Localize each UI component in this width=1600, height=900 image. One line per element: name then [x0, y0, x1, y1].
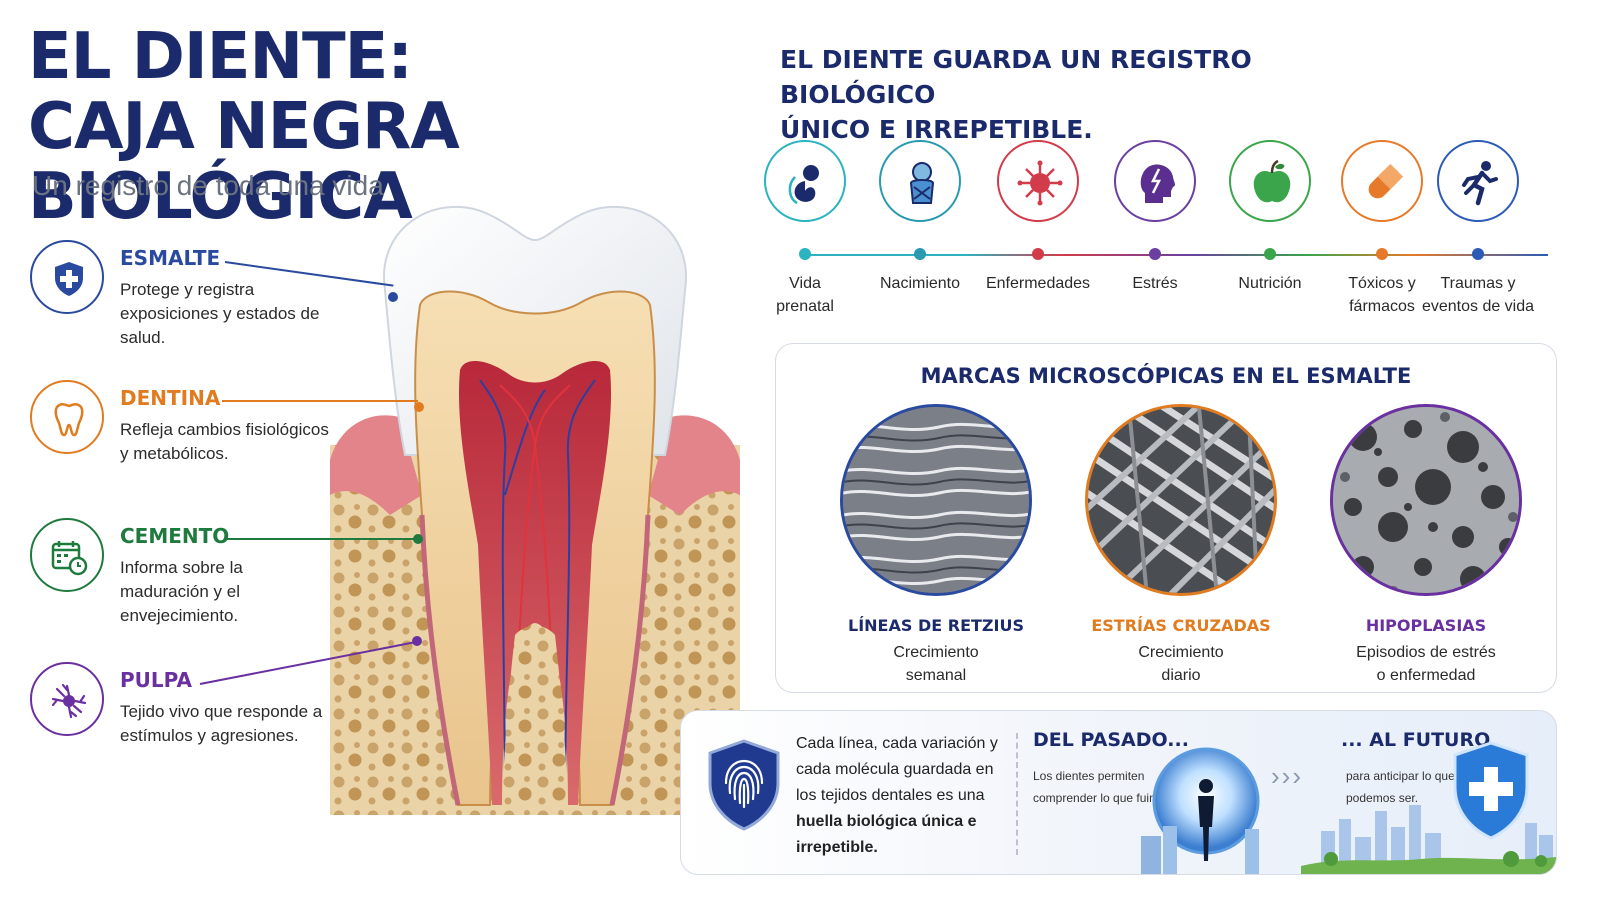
layer-pulpa: PULPA Tejido vivo que responde a estímul… [30, 662, 322, 792]
chevrons-right-icon: ››› [1271, 761, 1303, 791]
leader-dot-pulpa [412, 636, 422, 646]
mark-name: LÍNEAS DE RETZIUS [848, 616, 1024, 635]
banner-statement: Cada línea, cada variación y cada molécu… [796, 735, 998, 856]
layer-description: Informa sobre la maduración y el envejec… [120, 558, 243, 625]
timeline-dot [1032, 248, 1044, 260]
banner-divider [1016, 733, 1018, 855]
cross-striations-image [1085, 404, 1277, 596]
leader-dentina [222, 400, 418, 402]
gum-right [648, 415, 740, 515]
layer-esmalte: ESMALTE Protege y registra exposiciones … [30, 240, 320, 370]
page-subtitle: Un registro de toda una vida [32, 170, 384, 201]
health-shield-icon [1453, 741, 1529, 840]
layer-name: PULPA [120, 668, 192, 692]
layer-description: Refleja cambios fisiológicos y metabólic… [120, 420, 329, 463]
gum-left [330, 415, 422, 515]
registro-header-line-1: EL DIENTE GUARDA UN REGISTRO BIOLÓGICO [780, 45, 1252, 109]
city-skyline-image [1301, 805, 1556, 874]
timeline-item-nutricion: Nutrición [1210, 140, 1330, 295]
neuron-icon [30, 662, 104, 736]
page-title: EL DIENTE: CAJA NEGRA BIOLÓGICA [28, 22, 718, 232]
layer-cemento: CEMENTO Informa sobre la maduración y el… [30, 518, 320, 648]
leader-cemento [224, 538, 417, 540]
fetus-icon [764, 140, 846, 222]
leader-dot-esmalte [388, 292, 398, 302]
layer-description: Tejido vivo que responde a estímulos y a… [120, 702, 323, 745]
timeline-label: Nacimiento [879, 275, 961, 292]
timeline-dot [1472, 248, 1484, 260]
pill-icon [1341, 140, 1423, 222]
future-title: ... AL FUTURO [1341, 729, 1491, 751]
baby-icon [879, 140, 961, 222]
timeline-item-enfermedades: Enfermedades [978, 140, 1098, 295]
timeline-item-nacimiento: Nacimiento [860, 140, 980, 295]
shield-plus-icon [30, 240, 104, 314]
layer-name: CEMENTO [120, 524, 230, 548]
fingerprint-shield-icon [708, 739, 780, 831]
layer-name: ESMALTE [120, 246, 221, 270]
virus-icon [997, 140, 1079, 222]
timeline-line [800, 254, 1548, 256]
layer-description: Protege y registra exposiciones y estado… [120, 280, 320, 347]
layer-dentina: DENTINA Refleja cambios fisiológicos y m… [30, 380, 329, 510]
layer-name: DENTINA [120, 386, 221, 410]
timeline-label: Enfermedades [985, 275, 1091, 292]
tooth-icon [30, 380, 104, 454]
timeline-dot [1264, 248, 1276, 260]
portal-silhouette-image [1141, 747, 1260, 874]
running-person-icon [1437, 140, 1519, 222]
leader-dot-cemento [413, 534, 423, 544]
past-description: Los dientes permiten comprender lo que f… [1033, 769, 1172, 805]
mark-name: ESTRÍAS CRUZADAS [1091, 616, 1271, 635]
marks-panel-title: MARCAS MICROSCÓPICAS EN EL ESMALTE [920, 364, 1412, 388]
cementum-layer [419, 514, 651, 806]
registro-header-line-2: ÚNICO E IRREPETIBLE. [780, 115, 1093, 144]
timeline-dot [799, 248, 811, 260]
pulp-chamber [459, 360, 611, 805]
hypoplasia-image [1330, 404, 1522, 596]
apple-icon [1229, 140, 1311, 222]
title-line-1: EL DIENTE: [28, 20, 413, 94]
past-title: DEL PASADO... [1033, 729, 1189, 751]
bottom-banner: Cada línea, cada variación y cada molécu… [680, 710, 1557, 875]
timeline-label: Nutrición [1238, 275, 1302, 292]
interradicular-bone [502, 626, 568, 805]
timeline-item-estres: Estrés [1095, 140, 1215, 295]
title-line-2: CAJA NEGRA BIOLÓGICA [28, 90, 460, 234]
timeline-label: Estrés [1132, 275, 1178, 292]
mark-name: HIPOPLASIAS [1365, 616, 1487, 635]
timeline-dot [1376, 248, 1388, 260]
leader-dot-dentina [414, 402, 424, 412]
stress-head-icon [1114, 140, 1196, 222]
timeline-dot [914, 248, 926, 260]
tooth-cross-section [330, 205, 740, 815]
marks-panel: MARCAS MICROSCÓPICAS EN EL ESMALTE [775, 343, 1557, 693]
timeline-dot [1149, 248, 1161, 260]
retzius-lines-image [840, 404, 1032, 596]
registro-header: EL DIENTE GUARDA UN REGISTRO BIOLÓGICO Ú… [780, 42, 1380, 147]
future-description: para anticipar lo que podemos ser. [1346, 769, 1455, 805]
calendar-clock-icon [30, 518, 104, 592]
